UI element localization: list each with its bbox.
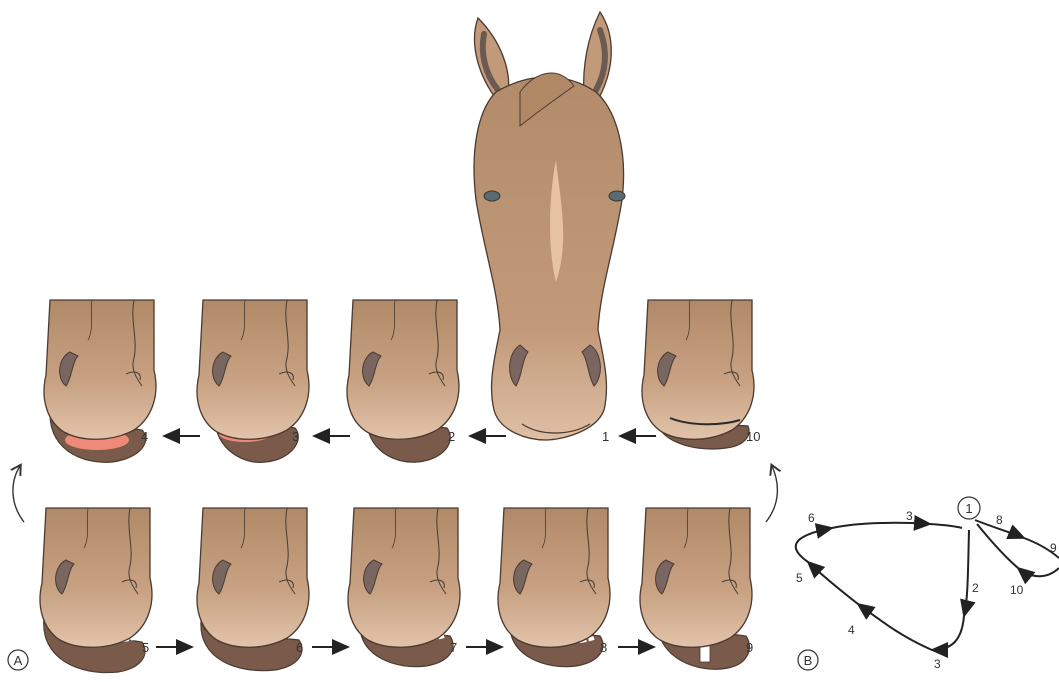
- muzzle-frame-8: [498, 508, 610, 667]
- frame-number-1: 1: [602, 429, 609, 444]
- frame-number-8: 8: [600, 640, 607, 655]
- frame-number-10: 10: [746, 429, 760, 444]
- frame-number-7: 7: [450, 640, 457, 655]
- panel-label-b: B: [798, 650, 818, 670]
- svg-text:B: B: [804, 653, 813, 668]
- cycle-label-3-lower: 3: [934, 657, 941, 671]
- muzzle-frame-5: [40, 508, 152, 673]
- svg-text:1: 1: [965, 501, 972, 516]
- cycle-label-3-upper: 3: [906, 509, 913, 523]
- cycle-label-6: 6: [808, 511, 815, 525]
- muzzle-frame-2: [347, 300, 459, 462]
- panel-label-a: A: [8, 650, 28, 670]
- cycle-label-5: 5: [796, 571, 803, 585]
- muzzle-frame-7: [348, 508, 460, 667]
- cycle-start-node: 1: [958, 497, 980, 519]
- svg-text:A: A: [14, 653, 23, 668]
- frame-number-9: 9: [746, 640, 753, 655]
- muzzle-frame-4: [44, 300, 156, 462]
- cycle-label-9: 9: [1050, 541, 1057, 555]
- muzzle-frame-9: [640, 508, 752, 669]
- muzzle-frame-6: [197, 508, 309, 671]
- frame-number-5: 5: [142, 640, 149, 655]
- cycle-label-8: 8: [996, 513, 1003, 527]
- frame-number-6: 6: [296, 640, 303, 655]
- horse-head-illustration: [474, 12, 625, 440]
- frame-number-4: 4: [141, 429, 148, 444]
- cycle-label-10: 10: [1010, 583, 1024, 597]
- frame-number-2: 2: [448, 429, 455, 444]
- cycle-label-2: 2: [972, 581, 979, 595]
- muzzle-frame-10: [642, 300, 754, 449]
- frame-number-3: 3: [292, 429, 299, 444]
- cycle-label-4: 4: [848, 623, 855, 637]
